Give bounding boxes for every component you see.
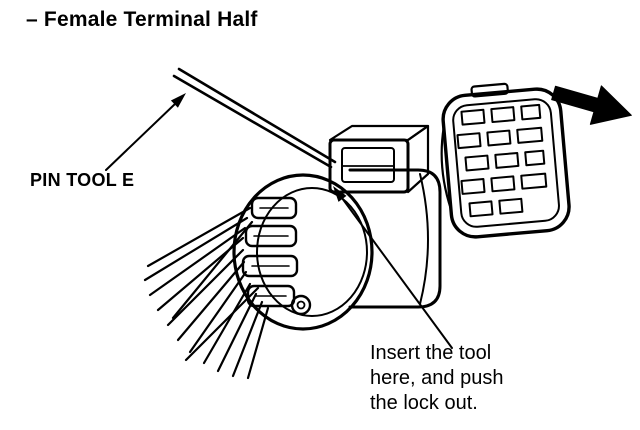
- pin-tool-label: PIN TOOL E: [30, 170, 135, 190]
- index-hole: [290, 294, 312, 316]
- wire-bundle: [143, 206, 270, 380]
- removal-arrow-icon: [551, 85, 632, 125]
- page-title: – Female Terminal Half: [26, 8, 258, 31]
- outer-housing: [440, 82, 571, 239]
- connector-front-rim: [419, 173, 429, 305]
- terminal-grid: [456, 103, 548, 218]
- connector-body: [232, 124, 442, 331]
- index-hole-center: [296, 300, 306, 310]
- callout-line-1: Insert the tool: [370, 342, 492, 364]
- pin-tool: [172, 67, 337, 169]
- callout-line-2: here, and push: [370, 367, 504, 389]
- inner-ring: [256, 187, 368, 317]
- connector-shell: [348, 168, 442, 309]
- callout-text: Insert the tool here, and push the lock …: [370, 341, 503, 416]
- callout-leader: [333, 186, 453, 349]
- pin-tool-arrow: [105, 93, 186, 171]
- callout-line-3: the lock out.: [370, 392, 478, 414]
- rear-flange: [232, 173, 374, 331]
- connector-lock: [328, 124, 430, 194]
- terminal-block: [241, 196, 299, 308]
